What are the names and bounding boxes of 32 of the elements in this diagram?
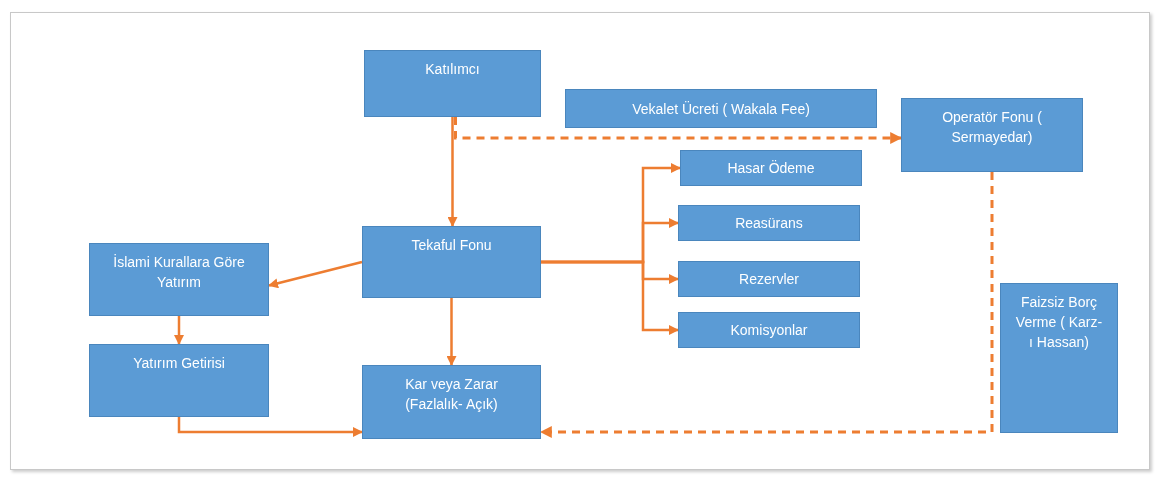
box-label: Operatör Fonu ( Sermayedar): [941, 108, 1043, 147]
box-label: Kar veya Zarar (Fazlalık- Açık): [404, 375, 499, 414]
box-label: İslami Kurallara Göre Yatırım: [112, 253, 246, 292]
box-label: Tekaful Fonu: [411, 236, 492, 255]
box-label: Yatırım Getirisi: [133, 354, 225, 373]
process-box: [89, 243, 269, 316]
process-box: [680, 150, 862, 186]
process-box: [89, 344, 269, 417]
process-box: [901, 98, 1083, 172]
box-label: Reasürans: [735, 214, 803, 233]
arrow: [541, 260, 679, 335]
process-box: [1000, 283, 1118, 433]
arrow: [447, 117, 458, 227]
arrow: [174, 316, 184, 345]
arrow: [539, 172, 994, 438]
arrow: [446, 298, 457, 366]
arrow: [177, 417, 363, 437]
box-label: Rezervler: [739, 270, 799, 289]
process-box: [678, 261, 860, 297]
box-label: Vekalet Ücreti ( Wakala Fee): [632, 99, 810, 119]
process-box: [364, 50, 541, 117]
process-box: [362, 365, 541, 439]
box-label: Komisyonlar: [730, 321, 808, 340]
arrow: [454, 117, 903, 144]
process-box: [678, 205, 860, 241]
arrow: [268, 260, 363, 289]
process-box: [678, 312, 860, 348]
box-label: Katılımcı: [425, 60, 480, 79]
process-box: [565, 89, 877, 128]
box-label: Faizsiz Borç Verme ( Karz-ı Hassan): [1015, 293, 1103, 352]
box-label: Hasar Ödeme: [727, 159, 815, 178]
process-box: [362, 226, 541, 298]
